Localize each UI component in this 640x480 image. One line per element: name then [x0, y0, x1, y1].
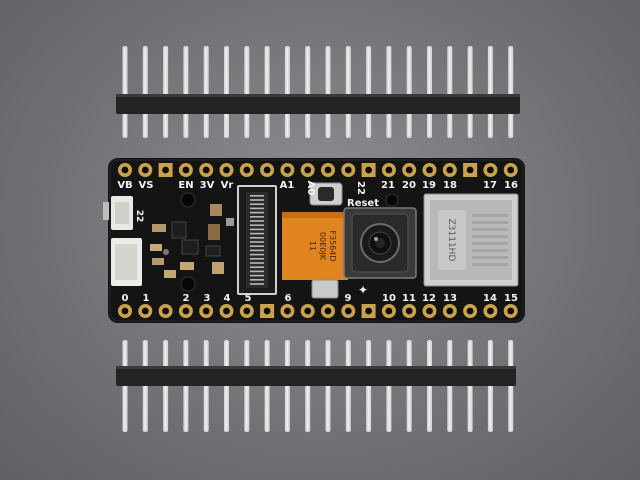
- pin-label: 0: [122, 293, 129, 304]
- top-pin-header: [116, 46, 520, 138]
- pin-label: 1: [143, 293, 150, 304]
- pin-label: 10: [382, 293, 396, 304]
- pin-label: A0: [305, 181, 316, 196]
- reset-label: Reset: [347, 198, 379, 209]
- pin-label: 22: [355, 181, 366, 195]
- bottom-header-plastic: [116, 366, 516, 386]
- camera-flex-cable: [282, 212, 348, 280]
- pin-label: 2: [183, 293, 190, 304]
- flex-cable-marking: F3564D: [328, 230, 337, 261]
- top-header-pins: [122, 46, 514, 138]
- crystal-oscillator: [311, 279, 339, 299]
- pin-label: 5: [245, 293, 252, 304]
- mounting-hole: [180, 276, 196, 292]
- pin-label: A1: [280, 180, 295, 191]
- side-switch: [103, 202, 109, 220]
- pin-label: 17: [483, 180, 497, 191]
- camera-module: [343, 207, 417, 279]
- pin-label: VB: [117, 180, 132, 191]
- pin-label: VS: [139, 180, 154, 191]
- microsd-card-slot: Z3111HD: [423, 193, 519, 287]
- bottom-pad-row: [118, 304, 518, 318]
- top-header-plastic: [116, 94, 520, 114]
- reset-button: [309, 182, 343, 206]
- pin-label: 4: [224, 293, 231, 304]
- feather-board: F3564D 00E0JK 11 Z3111HD: [103, 158, 525, 323]
- smd-components: [150, 204, 234, 278]
- pin-label: 18: [443, 180, 457, 191]
- mounting-hole: [180, 192, 196, 208]
- pin-label: 16: [504, 180, 518, 191]
- pin-label: 12: [422, 293, 436, 304]
- pin-label: 3V: [200, 180, 215, 191]
- pin-label: 21: [381, 180, 395, 191]
- pin-label: 3: [204, 293, 211, 304]
- sd-card-marking: Z3111HD: [446, 219, 456, 262]
- flex-cable-marking: 11: [308, 241, 317, 251]
- side-pin-label: 22: [134, 210, 144, 223]
- pin-label: 19: [422, 180, 436, 191]
- bottom-pin-header: [116, 340, 516, 432]
- flex-cable-marking: 00E0JK: [318, 232, 327, 261]
- pin-label: 6: [285, 293, 292, 304]
- pin-label: 20: [402, 180, 416, 191]
- pin-label: 13: [443, 293, 457, 304]
- top-pin-labels: VB VS EN 3V Vr A1 A0 22 21 20 19 18 17 16: [117, 180, 518, 195]
- pin-label: 15: [504, 293, 518, 304]
- pin-label: 14: [483, 293, 497, 304]
- top-pad-row: [118, 163, 518, 177]
- pin-label: EN: [178, 180, 193, 191]
- pin-label: 9: [345, 293, 352, 304]
- star-logo: ✦: [358, 283, 368, 297]
- mounting-hole: [385, 193, 399, 207]
- pin-label: Vr: [221, 180, 234, 191]
- pin-label: 11: [402, 293, 416, 304]
